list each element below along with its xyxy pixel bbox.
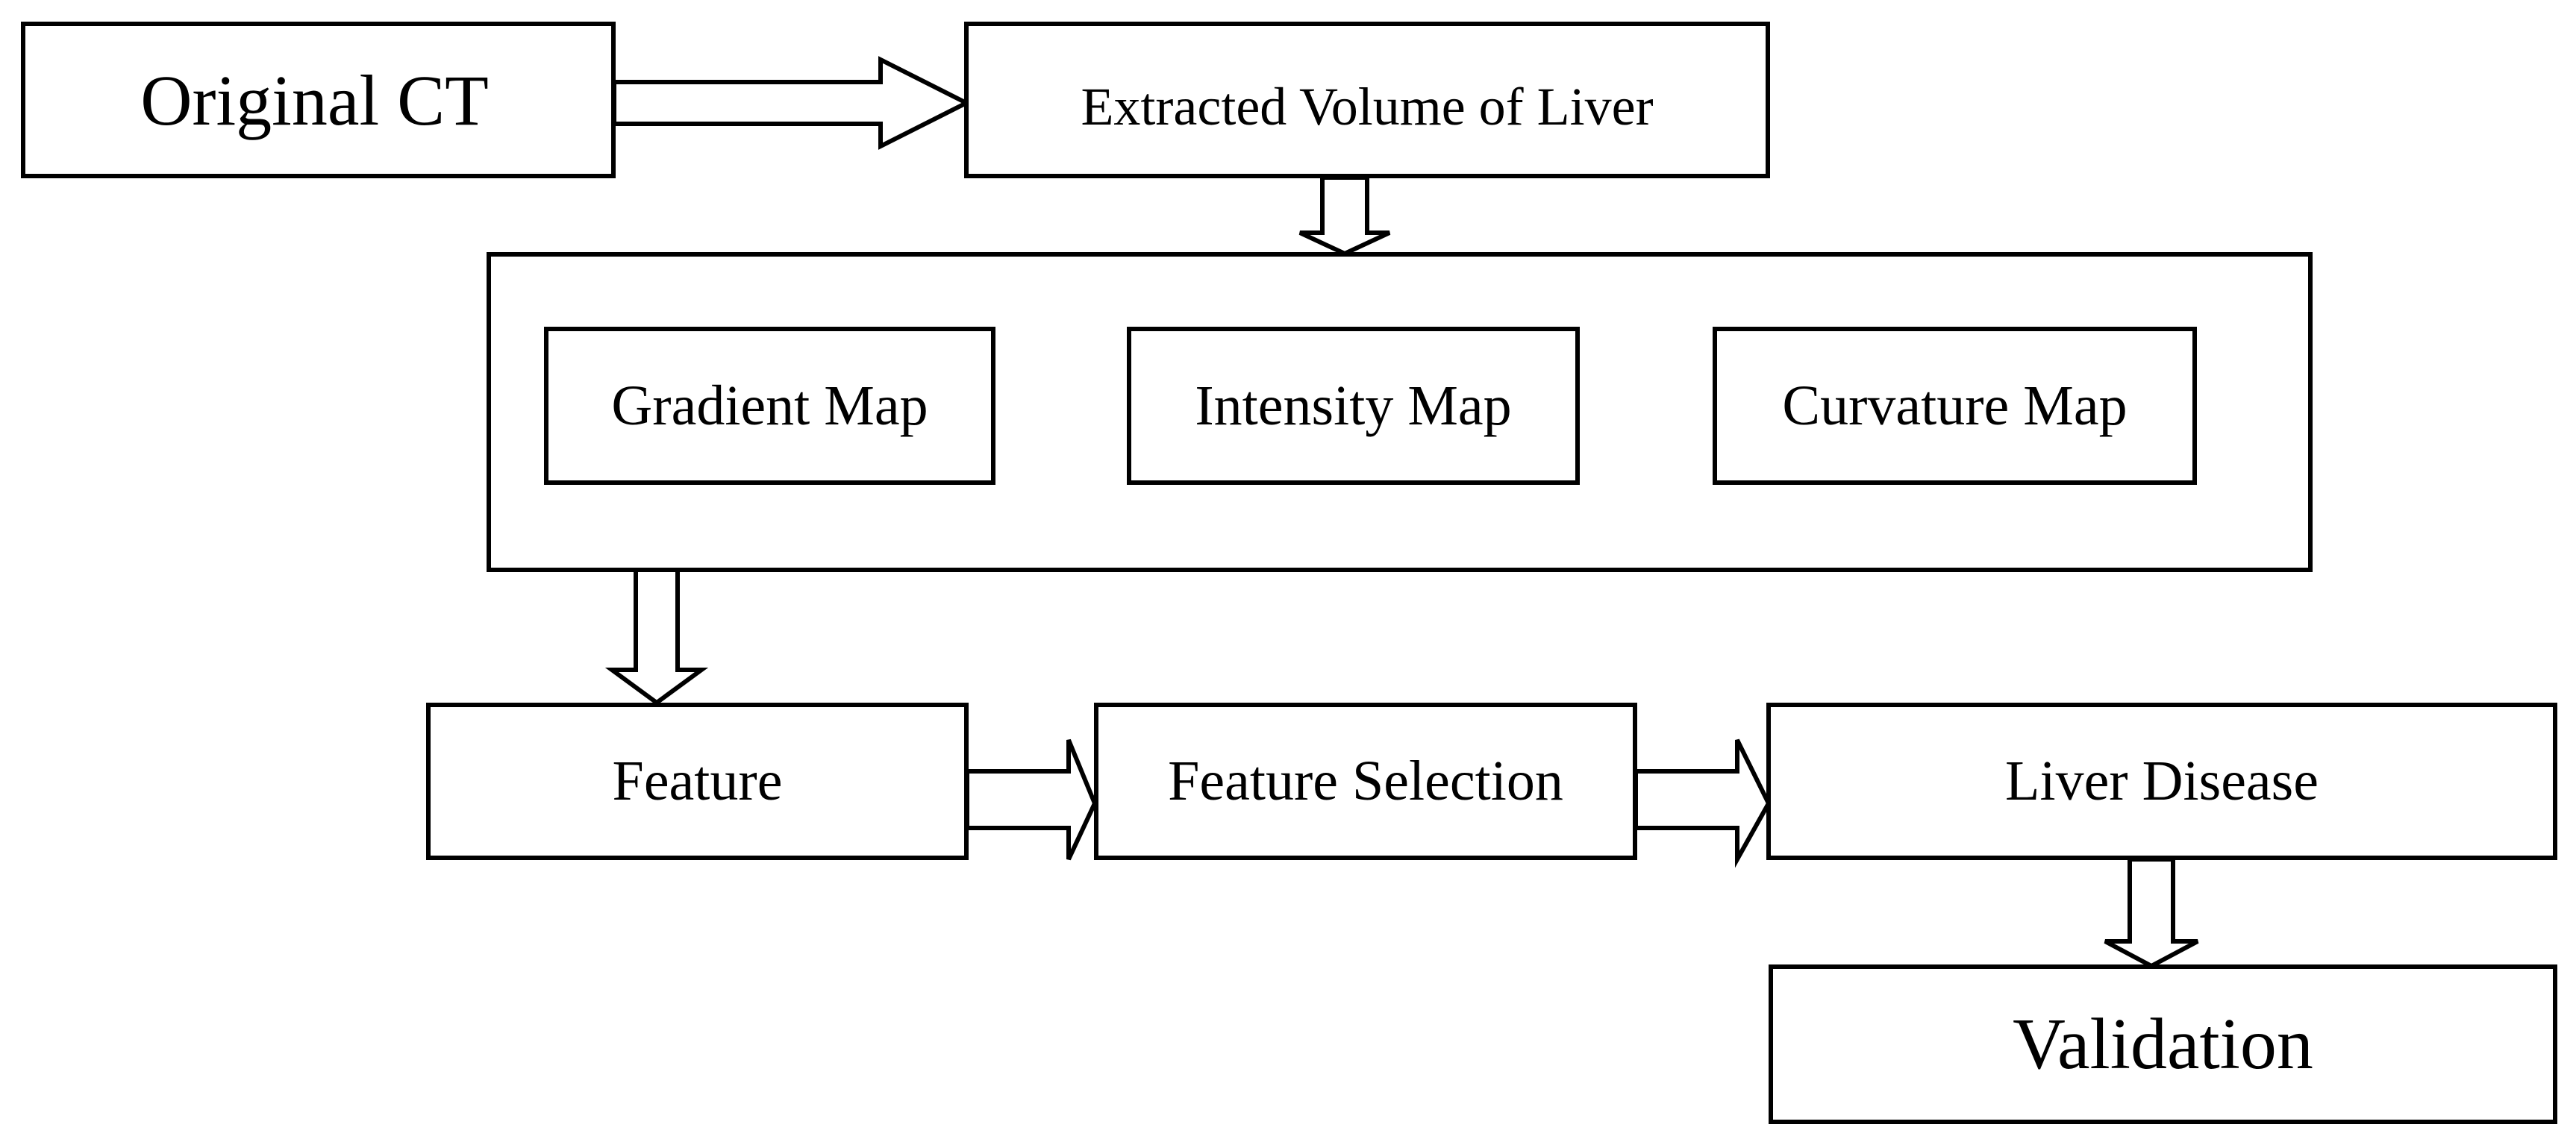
node-gradient-map-label: Gradient Map: [611, 374, 928, 437]
node-validation-label: Validation: [2013, 1004, 2313, 1085]
node-extracted-volume-label: Extracted Volume of Liver: [1081, 76, 1654, 137]
arrow-feature-to-selection: [965, 738, 1098, 861]
node-intensity-map: Intensity Map: [1127, 327, 1580, 485]
arrow-maps-to-feature: [604, 568, 709, 706]
arrow-extracted-to-maps: [1298, 175, 1391, 257]
node-curvature-map-label: Curvature Map: [1782, 374, 2128, 437]
node-liver-disease-label: Liver Disease: [2005, 750, 2319, 812]
node-gradient-map: Gradient Map: [544, 327, 995, 485]
node-curvature-map: Curvature Map: [1713, 327, 2197, 485]
arrow-original-to-extracted: [612, 56, 972, 150]
node-extracted-volume: Extracted Volume of Liver: [964, 22, 1770, 178]
arrow-disease-to-validation: [2104, 857, 2199, 969]
node-liver-disease: Liver Disease: [1766, 703, 2557, 860]
node-feature: Feature: [426, 703, 969, 860]
maps-group: [487, 252, 2313, 572]
node-original-ct: Original CT: [21, 22, 616, 178]
node-validation: Validation: [1769, 964, 2557, 1124]
node-intensity-map-label: Intensity Map: [1195, 374, 1512, 437]
node-feature-selection: Feature Selection: [1094, 703, 1637, 860]
node-original-ct-label: Original CT: [140, 60, 489, 140]
node-feature-selection-label: Feature Selection: [1168, 750, 1563, 812]
arrow-selection-to-disease: [1634, 738, 1772, 868]
node-feature-label: Feature: [612, 750, 783, 812]
